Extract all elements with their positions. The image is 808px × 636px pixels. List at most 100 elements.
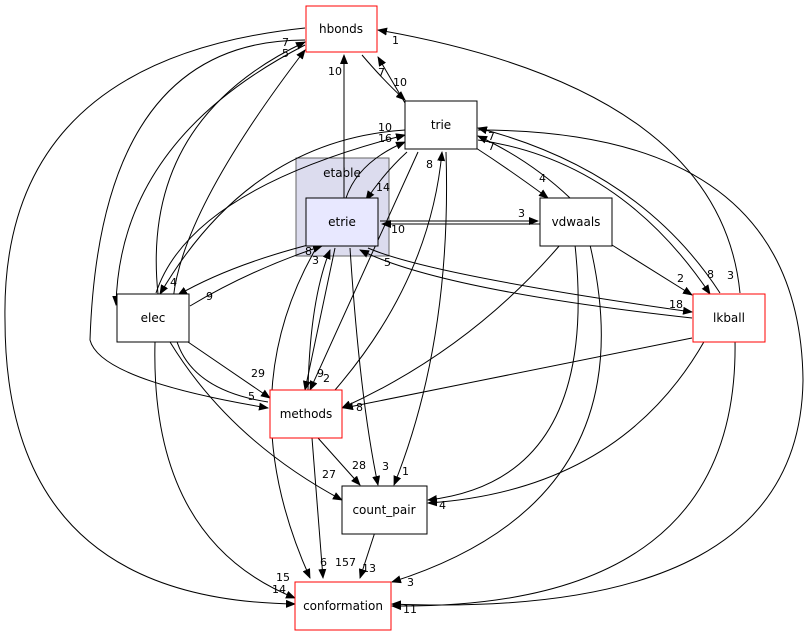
edge-labels: 7 5 1 10 7 10 10 16 8 7 7 14 10 8 3 5 3 … — [170, 34, 734, 616]
edge-label: 8 — [426, 158, 433, 171]
node-lkball[interactable]: lkball — [692, 293, 766, 343]
edge-methods-conformation — [311, 437, 327, 579]
edge-label: 7 — [282, 36, 289, 49]
edge-vdwaals-count_pair — [427, 244, 579, 503]
edge-elec-etrie — [189, 245, 323, 307]
edge-trie-count_pair — [393, 151, 448, 486]
edge-label: 7 — [378, 66, 385, 79]
node-vdwaals[interactable]: vdwaals — [539, 197, 613, 247]
edge-label: 157 — [335, 556, 356, 569]
edge-methods-etrie — [307, 249, 331, 391]
edge-label: 3 — [312, 254, 319, 267]
edge-label: 10 — [378, 121, 392, 134]
edge-label: 14 — [272, 583, 286, 596]
edge-label: 1 — [402, 465, 409, 478]
node-lkball-label: lkball — [713, 311, 745, 325]
edge-etrie-elec — [177, 243, 313, 296]
edge-label: 11 — [403, 603, 417, 616]
edge-label: 10 — [391, 223, 405, 236]
edge-label: 18 — [669, 298, 683, 311]
edge-etrie-methods — [302, 247, 336, 391]
edge-trie-etrie — [365, 151, 408, 201]
edge-vdwaals-conformation — [391, 244, 602, 584]
edge-methods-count_pair — [317, 437, 361, 486]
node-count_pair-label: count_pair — [352, 503, 415, 517]
edge-elec-count_pair — [169, 341, 343, 501]
edge-vdwaals-lkball — [611, 244, 693, 296]
node-trie[interactable]: trie — [404, 100, 478, 150]
edge-trie-lkball — [477, 139, 711, 295]
edge-trie-methods — [309, 151, 419, 391]
edge-label: 8 — [356, 401, 363, 414]
node-etrie[interactable]: etrie — [305, 197, 379, 247]
edge-lkball-conformation — [391, 339, 736, 611]
node-etrie-label: etrie — [328, 215, 356, 229]
edge-lkball-hbonds — [377, 27, 741, 294]
edge-trie-conformation — [391, 129, 804, 609]
edge-lkball-trie — [477, 126, 721, 294]
edge-label: 27 — [322, 468, 336, 481]
edge-label: 14 — [376, 181, 390, 194]
edge-label: 5 — [248, 390, 255, 403]
edge-label: 4 — [170, 276, 177, 289]
node-methods[interactable]: methods — [269, 389, 343, 439]
edge-label: 5 — [384, 256, 391, 269]
edge-label: 9 — [317, 367, 324, 380]
edge-etrie-lkball — [367, 247, 693, 315]
edge-label: 3 — [727, 269, 734, 282]
node-elec-label: elec — [141, 311, 166, 325]
edge-label: 2 — [677, 272, 684, 285]
edge-label: 15 — [276, 571, 290, 584]
edge-label: 3 — [382, 460, 389, 473]
edge-label: 5 — [282, 47, 289, 60]
node-vdwaals-label: vdwaals — [552, 215, 601, 229]
edge-label: 4 — [439, 499, 446, 512]
edge-label: 29 — [251, 367, 265, 380]
edge-count_pair-conformation — [358, 531, 376, 579]
edge-label: 16 — [378, 132, 392, 145]
node-hbonds[interactable]: hbonds — [305, 5, 378, 53]
edge-hbonds-elec — [112, 44, 306, 306]
edge-label: 3 — [518, 207, 525, 220]
edge-label: 1 — [392, 34, 399, 47]
edge-etrie-trie — [345, 141, 406, 199]
edge-label: 10 — [393, 76, 407, 89]
node-hbonds-label: hbonds — [319, 22, 363, 36]
edge-lkball-etrie — [359, 249, 693, 319]
edge-label: 8 — [305, 245, 312, 258]
edge-label: 7 — [488, 140, 495, 153]
edge-elec-trie — [155, 133, 406, 294]
edge-trie-vdwaals — [475, 147, 549, 199]
edge-hbonds-trie — [361, 54, 406, 101]
node-methods-label: methods — [280, 407, 333, 421]
edge-etrie-count_pair — [349, 247, 381, 486]
etable-cluster-label: etable — [323, 166, 361, 180]
edge-lkball-methods — [343, 337, 693, 411]
edge-label: 2 — [323, 372, 330, 385]
edge-label: 4 — [539, 172, 546, 185]
node-count_pair[interactable]: count_pair — [341, 485, 428, 535]
edge-label: 8 — [707, 268, 714, 281]
node-trie-label: trie — [431, 118, 451, 132]
node-conformation[interactable]: conformation — [294, 581, 392, 631]
node-elec[interactable]: elec — [116, 293, 190, 343]
edge-label: 7 — [488, 130, 495, 143]
edge-label: 6 — [320, 556, 327, 569]
edge-vdwaals-methods — [341, 244, 561, 409]
edge-elec-conformation — [154, 341, 296, 599]
edge-label: 3 — [407, 576, 414, 589]
edge-label: 13 — [362, 562, 376, 575]
edge-methods-hbonds — [172, 49, 306, 403]
node-conformation-label: conformation — [303, 599, 383, 613]
edge-trie-elec — [159, 129, 406, 295]
edge-elec-methods — [187, 341, 271, 399]
edge-elec-hbonds — [155, 41, 306, 295]
edge-label: 28 — [352, 459, 366, 472]
edge-label: 9 — [206, 290, 213, 303]
edge-hbonds-methods — [89, 39, 306, 411]
edge-lkball-count_pair — [427, 339, 706, 507]
edge-hbonds-conformation — [4, 27, 306, 608]
edge-label: 10 — [328, 65, 342, 78]
edge-methods-trie — [334, 151, 446, 391]
